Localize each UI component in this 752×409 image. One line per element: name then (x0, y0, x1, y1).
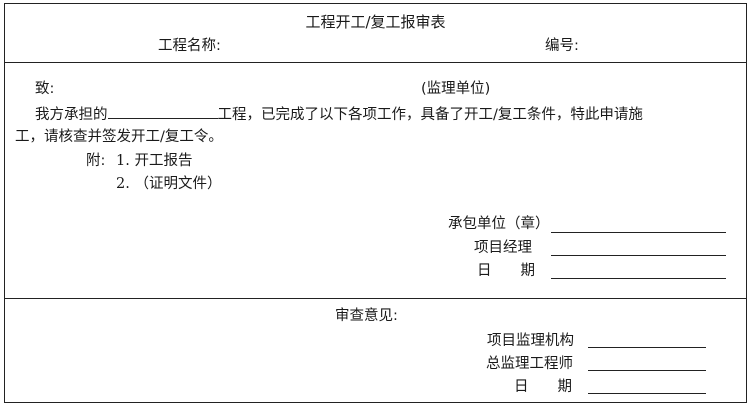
request-date-label: 日 期 (477, 263, 535, 279)
header-divider (5, 62, 746, 63)
form-title: 工程开工/复工报审表 (305, 13, 446, 31)
to-label: 致: (35, 81, 55, 97)
attachment-number: 2. (116, 176, 130, 192)
review-opinion-label: 审查意见: (335, 308, 398, 324)
attachment-item-1: 1. 开工报告 (116, 152, 192, 170)
chief-engineer-line (588, 370, 706, 371)
review-date-label: 日 期 (514, 379, 572, 395)
project-name-blank (107, 104, 218, 119)
request-body-line2: 工，请核查并签发开工/复工令。 (15, 129, 223, 145)
project-manager-label: 项目经理 (474, 240, 532, 256)
section-divider (5, 298, 746, 299)
chief-engineer-label: 总监理工程师 (486, 356, 573, 372)
project-manager-line (551, 255, 726, 256)
serial-number-label: 编号: (545, 38, 579, 54)
attachment-label: 附: (86, 153, 106, 169)
supervisor-unit-label: (监理单位) (421, 81, 491, 97)
supervision-agency-line (588, 347, 706, 348)
attachment-text: 开工报告 (134, 153, 193, 169)
approval-form: 工程开工/复工报审表 工程名称: 编号: 致: (监理单位) 我方承担的 工程，已… (4, 3, 747, 403)
attachment-text: （证明文件） (134, 176, 222, 192)
attachment-item-2: 2. （证明文件） (116, 175, 221, 193)
request-body-part1: 我方承担的 (35, 107, 108, 123)
review-date-line (588, 393, 706, 394)
request-body-part2: 工程，已完成了以下各项工作，具备了开工/复工条件，特此申请施 (217, 107, 643, 123)
attachment-number: 1. (116, 153, 130, 169)
contractor-signature-label: 承包单位（章） (448, 216, 550, 232)
supervision-agency-label: 项目监理机构 (487, 333, 574, 349)
contractor-signature-line (551, 232, 726, 233)
request-body-line1: 我方承担的 工程，已完成了以下各项工作，具备了开工/复工条件，特此申请施 (35, 104, 643, 124)
project-name-label: 工程名称: (158, 38, 221, 54)
request-date-line (551, 278, 726, 279)
